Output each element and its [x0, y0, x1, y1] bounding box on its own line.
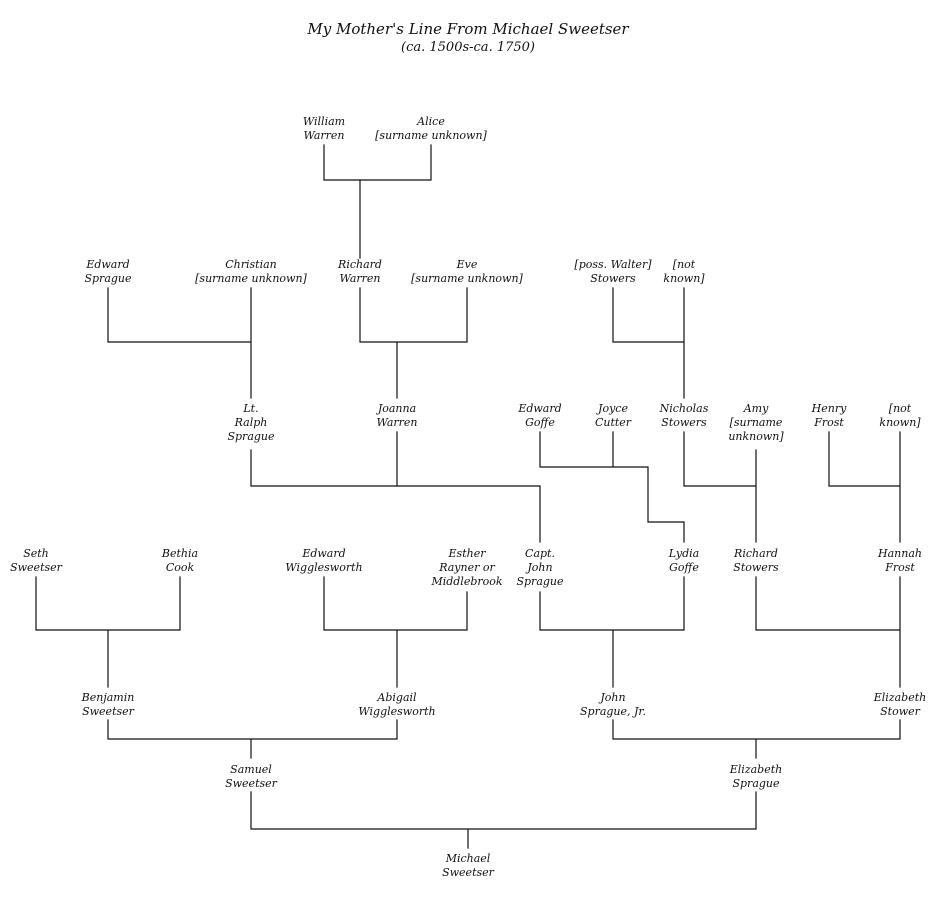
- person-walter-stowers: [poss. Walter] Stowers: [574, 258, 652, 285]
- connector: [35, 576, 181, 688]
- connector: [539, 576, 685, 688]
- person-joanna-warren: Joanna Warren: [376, 402, 418, 429]
- connector: [612, 287, 685, 399]
- person-william-warren: William Warren: [302, 115, 346, 142]
- person-richard-warren: Richard Warren: [338, 258, 382, 285]
- person-elizabeth-stower: Elizabeth Stower: [873, 691, 927, 718]
- person-joyce-cutter: Joyce Cutter: [594, 402, 632, 429]
- connector: [755, 576, 901, 688]
- person-ralph-sprague: Lt. Ralph Sprague: [227, 402, 275, 443]
- person-henry-frost: Henry Frost: [811, 402, 847, 429]
- person-samuel-sweetser: Samuel Sweetser: [225, 763, 277, 790]
- person-amy: Amy [surname unknown]: [728, 402, 784, 443]
- person-edward-goffe: Edward Goffe: [518, 402, 562, 429]
- person-not-known-2: [not known]: [879, 402, 921, 429]
- person-benjamin-sweetser: Benjamin Sweetser: [81, 691, 135, 718]
- person-eve: Eve [surname unknown]: [411, 258, 523, 285]
- person-elizabeth-sprague: Elizabeth Sprague: [729, 763, 783, 790]
- person-seth-sweetser: Seth Sweetser: [10, 547, 62, 574]
- person-nicholas-stowers: Nicholas Stowers: [659, 402, 709, 429]
- connector: [107, 719, 398, 759]
- person-lydia-goffe: Lydia Goffe: [668, 547, 700, 574]
- connector: [683, 431, 757, 543]
- connector: [323, 144, 432, 259]
- person-capt-john-sprague: Capt. John Sprague: [516, 547, 564, 588]
- connector: [250, 791, 757, 849]
- person-edward-wigglesworth: Edward Wigglesworth: [285, 547, 363, 574]
- person-esther-rayner: Esther Rayner or Middlebrook: [431, 547, 503, 588]
- connector: [323, 576, 468, 688]
- connector: [612, 719, 901, 759]
- connector: [539, 431, 685, 543]
- connector: [359, 287, 468, 399]
- person-not-known-1: [not known]: [663, 258, 705, 285]
- person-bethia-cook: Bethia Cook: [161, 547, 199, 574]
- person-alice: Alice [surname unknown]: [375, 115, 487, 142]
- person-john-sprague-jr: John Sprague, Jr.: [580, 691, 646, 718]
- chart-subtitle: (ca. 1500s-ca. 1750): [401, 40, 535, 55]
- person-abigail-wigglesworth: Abigail Wigglesworth: [358, 691, 436, 718]
- connector: [250, 431, 541, 543]
- connector: [107, 287, 252, 399]
- person-edward-sprague: Edward Sprague: [84, 258, 132, 285]
- person-christian: Christian [surname unknown]: [195, 258, 307, 285]
- person-michael-sweetser: Michael Sweetser: [442, 852, 494, 879]
- person-hannah-frost: Hannah Frost: [878, 547, 922, 574]
- connector: [828, 431, 901, 543]
- person-richard-stowers: Richard Stowers: [733, 547, 779, 574]
- chart-title: My Mother's Line From Michael Sweetser: [307, 20, 629, 38]
